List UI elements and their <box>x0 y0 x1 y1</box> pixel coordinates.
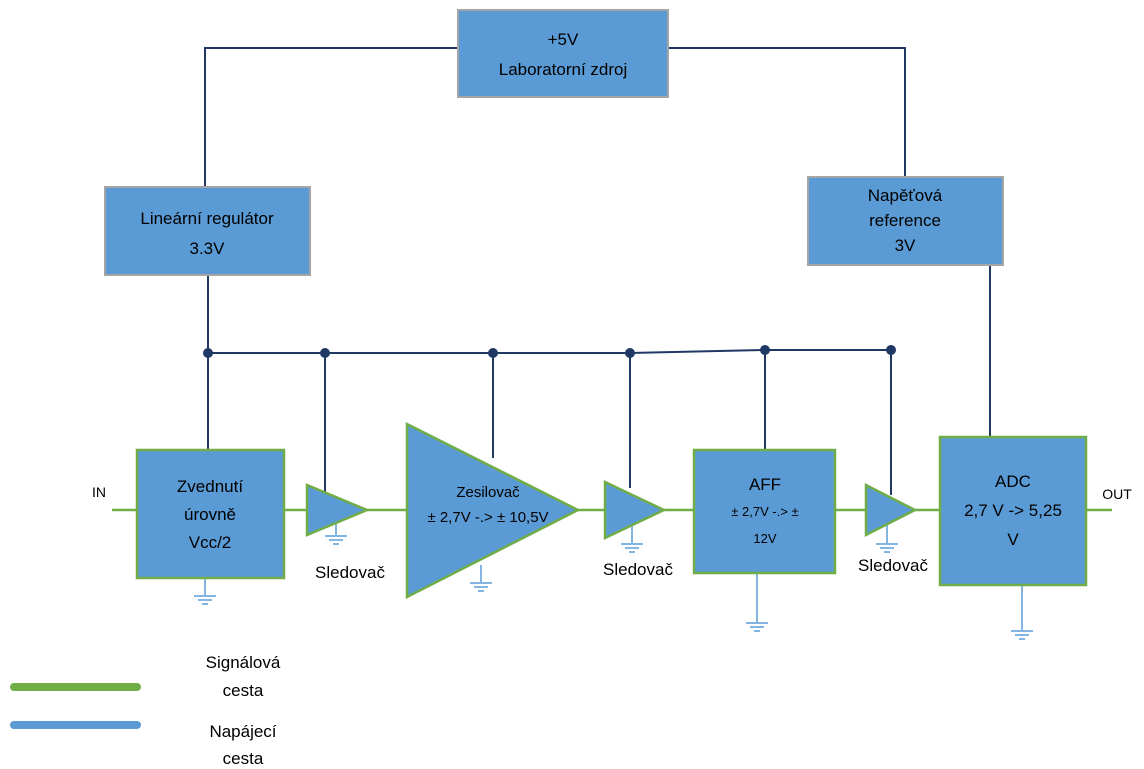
legend: Signálová cesta Napájecí cesta <box>10 653 281 768</box>
adc-line1: ADC <box>995 472 1031 491</box>
reference-line3: 3V <box>895 236 916 255</box>
follower-3-label: Sledovač <box>858 556 928 575</box>
regulator-line2: 3.3V <box>190 239 226 258</box>
junction-dot <box>203 348 213 358</box>
junction-dot <box>760 345 770 355</box>
ground-icon <box>193 595 217 605</box>
level-shift-block: Zvednutí úrovně Vcc/2 <box>135 448 286 580</box>
supply-line1: +5V <box>548 30 579 49</box>
power-supply-wires <box>204 47 906 187</box>
amplifier-block: Zesilovač ± 2,7V -.> ± 10,5V <box>405 421 581 600</box>
supply-line2: Laboratorní zdroj <box>499 60 628 79</box>
adc-line3: V <box>1007 530 1019 549</box>
level-shift-line1: Zvednutí <box>177 477 243 496</box>
follower-2: Sledovač <box>603 480 673 579</box>
ground-icon <box>620 543 644 553</box>
level-shift-line3: Vcc/2 <box>189 533 232 552</box>
ground-icon <box>469 582 493 592</box>
legend-power-line1: Napájecí <box>209 722 276 741</box>
aff-line1: AFF <box>749 475 781 494</box>
adc-line2: 2,7 V -> 5,25 <box>964 501 1062 520</box>
follower-1-label: Sledovač <box>315 563 385 582</box>
follower-3: Sledovač <box>858 482 928 575</box>
junction-dot <box>625 348 635 358</box>
amplifier-line1: Zesilovač <box>456 484 520 501</box>
ground-icon <box>324 535 348 545</box>
aff-line3: 12V <box>753 531 776 546</box>
legend-signal-line2: cesta <box>223 681 264 700</box>
power-bus-3v3 <box>203 275 896 495</box>
input-label: IN <box>92 484 106 500</box>
voltage-reference-block: Napěťová reference 3V <box>807 176 1004 266</box>
reference-line2: reference <box>869 211 941 230</box>
ground-icon <box>1010 630 1034 640</box>
legend-signal-line1: Signálová <box>206 653 281 672</box>
follower-1: Sledovač <box>305 483 385 582</box>
ground-icon <box>745 622 769 632</box>
junction-dot <box>320 348 330 358</box>
aff-line2: ± 2,7V -.> ± <box>731 504 798 519</box>
follower-2-label: Sledovač <box>603 560 673 579</box>
junction-dot <box>886 345 896 355</box>
ground-icon <box>875 543 899 553</box>
output-label: OUT <box>1102 486 1132 502</box>
adc-block: ADC 2,7 V -> 5,25 V <box>938 435 1088 587</box>
lab-supply-block: +5V Laboratorní zdroj <box>457 9 669 98</box>
aff-block: AFF ± 2,7V -.> ± 12V <box>692 448 837 575</box>
regulator-line1: Lineární regulátor <box>140 209 274 228</box>
legend-power-line2: cesta <box>223 749 264 768</box>
linear-regulator-block: Lineární regulátor 3.3V <box>104 186 311 276</box>
reference-line1: Napěťová <box>868 186 943 205</box>
junction-dot <box>488 348 498 358</box>
amplifier-line2: ± 2,7V -.> ± 10,5V <box>427 509 548 526</box>
level-shift-line2: úrovně <box>184 505 236 524</box>
ground-connections <box>193 522 1034 640</box>
